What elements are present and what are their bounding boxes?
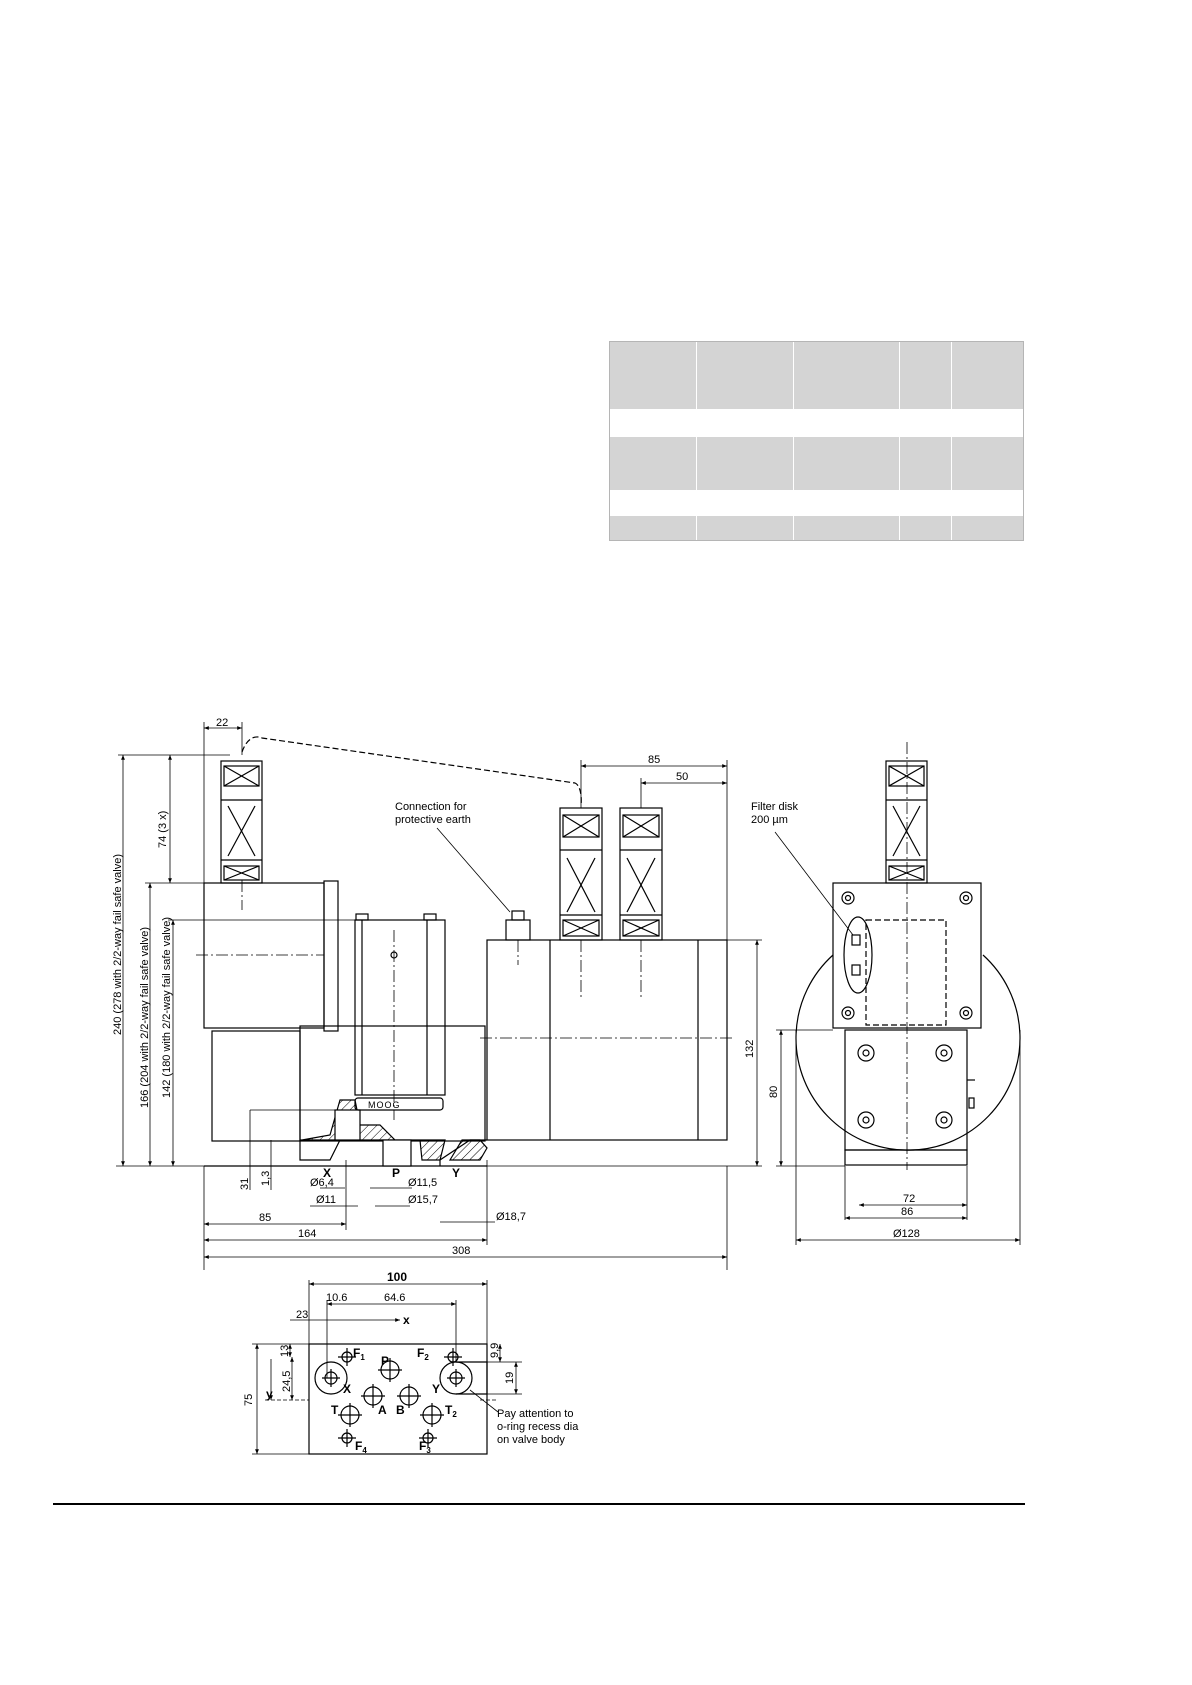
axis-x-label: x [403,1313,410,1327]
port-p: P [381,1354,389,1368]
dim-phi-128: Ø128 [893,1228,920,1240]
plug-connector-middle [559,807,603,941]
table-column-divider [951,342,952,540]
plug-connector-left [220,760,263,884]
dim-86: 86 [901,1206,913,1218]
left-housing-flange [323,880,339,1032]
table-row-white [610,409,1023,437]
port-x: X [343,1382,351,1396]
dim-80: 80 [768,1086,780,1098]
cable-path [241,736,582,807]
side-view [795,742,1021,1170]
table-column-divider [899,342,900,540]
port-f1: F1 [353,1346,365,1362]
mounting-pattern [308,1343,488,1455]
dim-75: 75 [243,1394,255,1406]
dim-166: 166 (204 with 2/2-way fail safe valve) [139,927,151,1108]
dim-19: 19 [504,1372,516,1384]
dim-9-9: 9,9 [489,1343,501,1358]
oring-note-line3: on valve body [497,1434,565,1446]
specification-table [609,341,1024,541]
dim-85-top: 85 [648,754,660,766]
technical-drawing: MOOG [112,717,1021,1455]
dim-phi-11-5: Ø11,5 [408,1177,437,1189]
dim-23: 23 [296,1309,308,1321]
left-actuator-housing [203,882,325,1029]
port-t2: T2 [445,1403,457,1419]
port-f2: F2 [417,1346,429,1362]
port-t: T [331,1403,339,1417]
center-cylinder [354,919,446,1096]
brand-mark: MOOG [368,1100,401,1110]
dim-24-5: 24,5 [281,1371,293,1392]
oring-note-line2: o-ring recess dia [497,1421,579,1433]
dim-164: 164 [298,1228,316,1240]
port-f3: F3 [419,1439,431,1455]
axis-y-label: y [266,1387,273,1401]
valve-body [299,1025,486,1142]
dim-100: 100 [387,1270,407,1284]
dim-50: 50 [676,771,688,783]
left-lower-block [211,1030,301,1142]
earth-connector [505,919,531,941]
right-main-body [486,939,728,1141]
port-y-front: Y [452,1166,460,1180]
dim-142: 142 (180 with 2/2-way fail safe valve) [161,917,173,1098]
table-column-divider [696,342,697,540]
dim-phi-15-7: Ø15,7 [408,1194,438,1206]
dim-72: 72 [903,1193,915,1205]
dim-85-bottom: 85 [259,1212,271,1224]
oring-note-line1: Pay attention to [497,1408,573,1420]
dim-64-6: 64.6 [384,1292,405,1304]
dim-22: 22 [216,717,228,729]
table-row-white [610,490,1023,516]
connection-earth-line1: Connection for [395,801,467,813]
port-p-front: P [392,1166,400,1180]
port-x-front: X [323,1166,331,1180]
dim-phi-6-4: Ø6,4 [310,1177,334,1189]
dim-phi-11: Ø11 [316,1194,336,1206]
dim-10-6: 10.6 [326,1292,347,1304]
dim-308: 308 [452,1245,470,1257]
dim-1-3: 1,3 [260,1171,272,1186]
footer-rule [53,1503,1025,1505]
dim-13: 13 [279,1345,291,1357]
connection-earth-line2: protective earth [395,814,471,826]
port-a: A [378,1403,387,1417]
dim-132: 132 [744,1040,756,1058]
dim-240: 240 (278 with 2/2-way fail safe valve) [112,854,124,1035]
port-y: Y [432,1382,440,1396]
table-column-divider [793,342,794,540]
filter-disk-line1: Filter disk [751,801,799,813]
filter-disk-line2: 200 µm [751,814,788,826]
dim-74: 74 (3 x) [157,811,169,848]
port-f4: F4 [355,1439,367,1455]
dim-phi-18-7: Ø18,7 [496,1211,526,1223]
port-b: B [396,1403,405,1417]
plug-connector-right [619,807,663,941]
dim-31: 31 [239,1178,251,1190]
